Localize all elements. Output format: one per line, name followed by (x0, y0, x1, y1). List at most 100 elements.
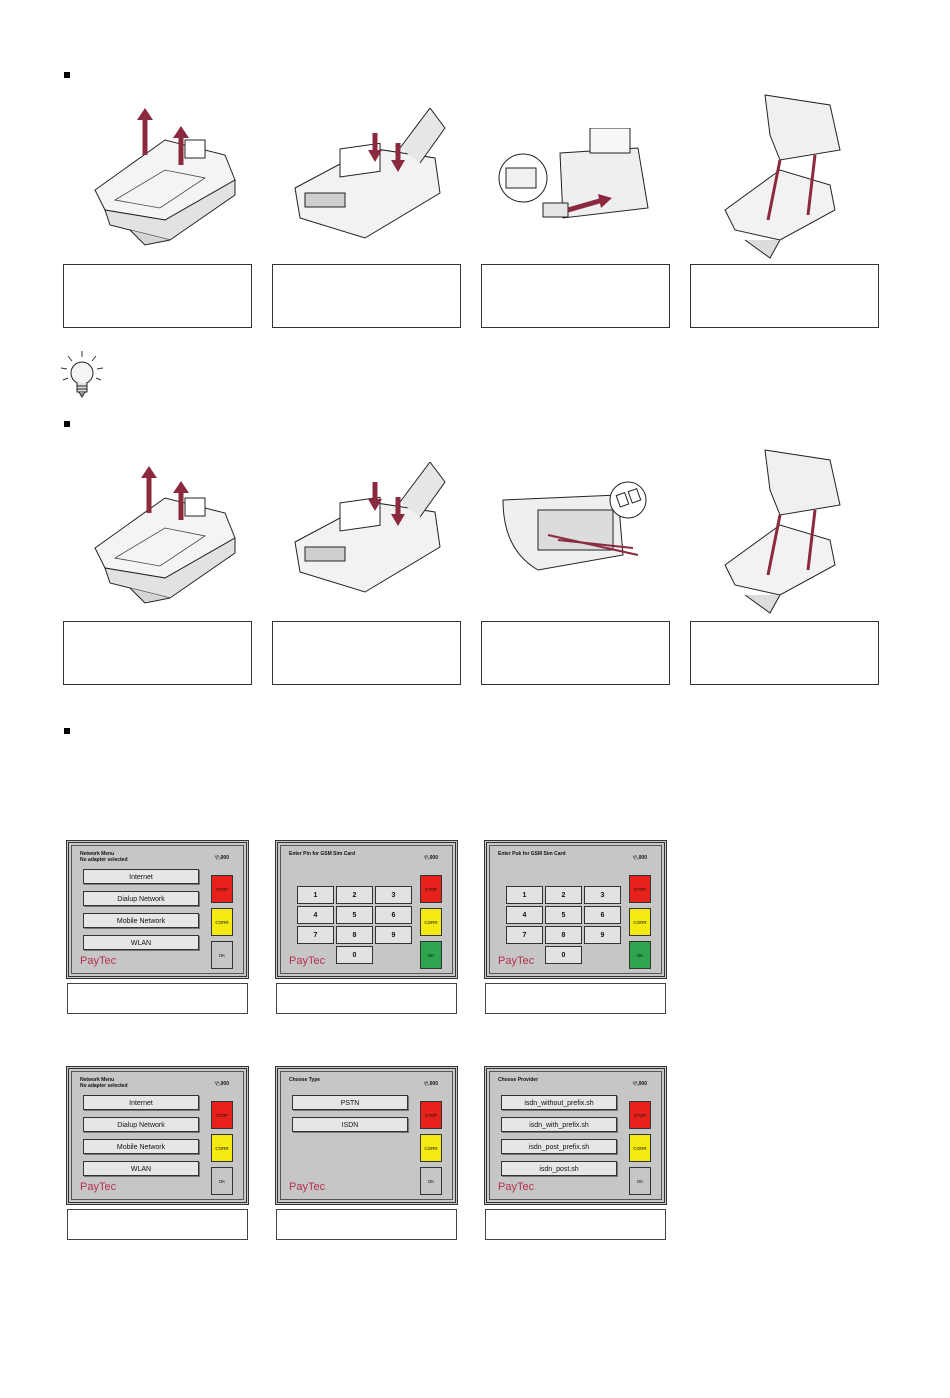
screen-title: Enter Pin for GSM Sim Card (289, 851, 356, 857)
key-1[interactable]: 1 (506, 886, 543, 904)
key-6[interactable]: 6 (375, 906, 412, 924)
stop-button[interactable]: STOP (629, 875, 651, 903)
ok-button[interactable]: OK (629, 941, 651, 969)
counter: ¹/̲¹,000 (423, 855, 438, 861)
lightbulb-icon (60, 351, 104, 398)
key-4[interactable]: 4 (297, 906, 334, 924)
menu-button-internet[interactable]: Internet (83, 1095, 199, 1110)
key-1[interactable]: 1 (297, 886, 334, 904)
menu-button-mobile-network[interactable]: Mobile Network (83, 1139, 199, 1154)
menu-button-wlan[interactable]: WLAN (83, 1161, 199, 1176)
terminal-enter-pin: Enter Pin for GSM Sim Card ¹/̲¹,000 1 2 … (275, 840, 458, 979)
key-9[interactable]: 9 (584, 926, 621, 944)
terminal-choose-provider: Choose Provider ¹/̲¹,000 isdn_without_pr… (484, 1066, 667, 1205)
key-5[interactable]: 5 (336, 906, 373, 924)
screen-title: Enter Puk for GSM Sim Card (498, 851, 566, 857)
paytec-logo: PayTec (80, 1181, 117, 1193)
ok-button[interactable]: OK (211, 941, 233, 969)
corr-button[interactable]: CORR (211, 908, 233, 936)
ok-button[interactable]: OK (629, 1167, 651, 1195)
terminal-enter-puk: Enter Puk for GSM Sim Card ¹/̲¹,000 1 2 … (484, 840, 667, 979)
key-8[interactable]: 8 (545, 926, 582, 944)
screen-caption-box (67, 983, 248, 1014)
corr-button[interactable]: CORR (629, 1134, 651, 1162)
menu-button-internet[interactable]: Internet (83, 869, 199, 884)
counter: ¹/̲¹,000 (632, 855, 647, 861)
key-0[interactable]: 0 (336, 946, 373, 964)
insert-sim-illustration (502, 481, 647, 571)
key-2[interactable]: 2 (545, 886, 582, 904)
key-9[interactable]: 9 (375, 926, 412, 944)
stop-button[interactable]: STOP (420, 1101, 442, 1129)
corr-button[interactable]: CORR (420, 1134, 442, 1162)
insert-card-illustration (498, 128, 649, 219)
screen-caption-box (485, 1209, 666, 1240)
screen-caption-box (485, 983, 666, 1014)
screen-title: Network Menu No adapter selected (80, 1077, 128, 1089)
menu-button-mobile-network[interactable]: Mobile Network (83, 913, 199, 928)
key-6[interactable]: 6 (584, 906, 621, 924)
key-2[interactable]: 2 (336, 886, 373, 904)
menu-button-dialup-network[interactable]: Dialup Network (83, 891, 199, 906)
key-0[interactable]: 0 (545, 946, 582, 964)
screen-caption-box (276, 983, 457, 1014)
stop-button[interactable]: STOP (629, 1101, 651, 1129)
menu-button-isdn-without-prefix[interactable]: isdn_without_prefix.sh (501, 1095, 617, 1110)
terminal-network-menu: Network Menu No adapter selected ¹/̲¹,00… (66, 1066, 249, 1205)
step-caption-box (690, 264, 879, 328)
ok-button[interactable]: OK (420, 1167, 442, 1195)
bullet-square-icon (64, 421, 70, 427)
paytec-logo: PayTec (498, 1181, 535, 1193)
menu-button-pstn[interactable]: PSTN (292, 1095, 408, 1110)
counter: ¹/̲¹,000 (214, 855, 229, 861)
corr-button[interactable]: CORR (211, 1134, 233, 1162)
stop-button[interactable]: STOP (211, 1101, 233, 1129)
screen-caption-box (67, 1209, 248, 1240)
step-caption-box (690, 621, 879, 685)
key-3[interactable]: 3 (375, 886, 412, 904)
remove-screws-illustration (94, 466, 236, 604)
key-7[interactable]: 7 (506, 926, 543, 944)
counter: ¹/̲¹,000 (632, 1081, 647, 1087)
key-3[interactable]: 3 (584, 886, 621, 904)
menu-button-dialup-network[interactable]: Dialup Network (83, 1117, 199, 1132)
paytec-logo: PayTec (498, 955, 535, 967)
open-cover-illustration (294, 108, 446, 239)
terminal-choose-type: Choose Type ¹/̲¹,000 PSTN ISDN STOP CORR… (275, 1066, 458, 1205)
stop-button[interactable]: STOP (211, 875, 233, 903)
step-caption-box (63, 264, 252, 328)
screen-title: Choose Provider (498, 1077, 539, 1083)
step-caption-box (481, 264, 670, 328)
close-cover-illustration (724, 449, 841, 614)
menu-button-isdn-post-prefix[interactable]: isdn_post_prefix.sh (501, 1139, 617, 1154)
menu-button-wlan[interactable]: WLAN (83, 935, 199, 950)
key-8[interactable]: 8 (336, 926, 373, 944)
step-caption-box (63, 621, 252, 685)
stop-button[interactable]: STOP (420, 875, 442, 903)
screen-title: Choose Type (289, 1077, 321, 1083)
ok-button[interactable]: OK (420, 941, 442, 969)
paytec-logo: PayTec (289, 955, 326, 967)
step-caption-box (272, 621, 461, 685)
close-cover-illustration (724, 94, 841, 259)
step-caption-box (481, 621, 670, 685)
menu-button-isdn-post[interactable]: isdn_post.sh (501, 1161, 617, 1176)
bullet-square-icon (64, 728, 70, 734)
corr-button[interactable]: CORR (629, 908, 651, 936)
corr-button[interactable]: CORR (420, 908, 442, 936)
key-4[interactable]: 4 (506, 906, 543, 924)
key-7[interactable]: 7 (297, 926, 334, 944)
counter: ¹/̲¹,000 (423, 1081, 438, 1087)
bullet-square-icon (64, 72, 70, 78)
remove-screws-illustration (94, 108, 236, 246)
paytec-logo: PayTec (80, 955, 117, 967)
step-caption-box (272, 264, 461, 328)
key-5[interactable]: 5 (545, 906, 582, 924)
counter: ¹/̲¹,000 (214, 1081, 229, 1087)
menu-button-isdn-with-prefix[interactable]: isdn_with_prefix.sh (501, 1117, 617, 1132)
open-cover-illustration (294, 462, 446, 593)
screen-caption-box (276, 1209, 457, 1240)
ok-button[interactable]: OK (211, 1167, 233, 1195)
menu-button-isdn[interactable]: ISDN (292, 1117, 408, 1132)
paytec-logo: PayTec (289, 1181, 326, 1193)
